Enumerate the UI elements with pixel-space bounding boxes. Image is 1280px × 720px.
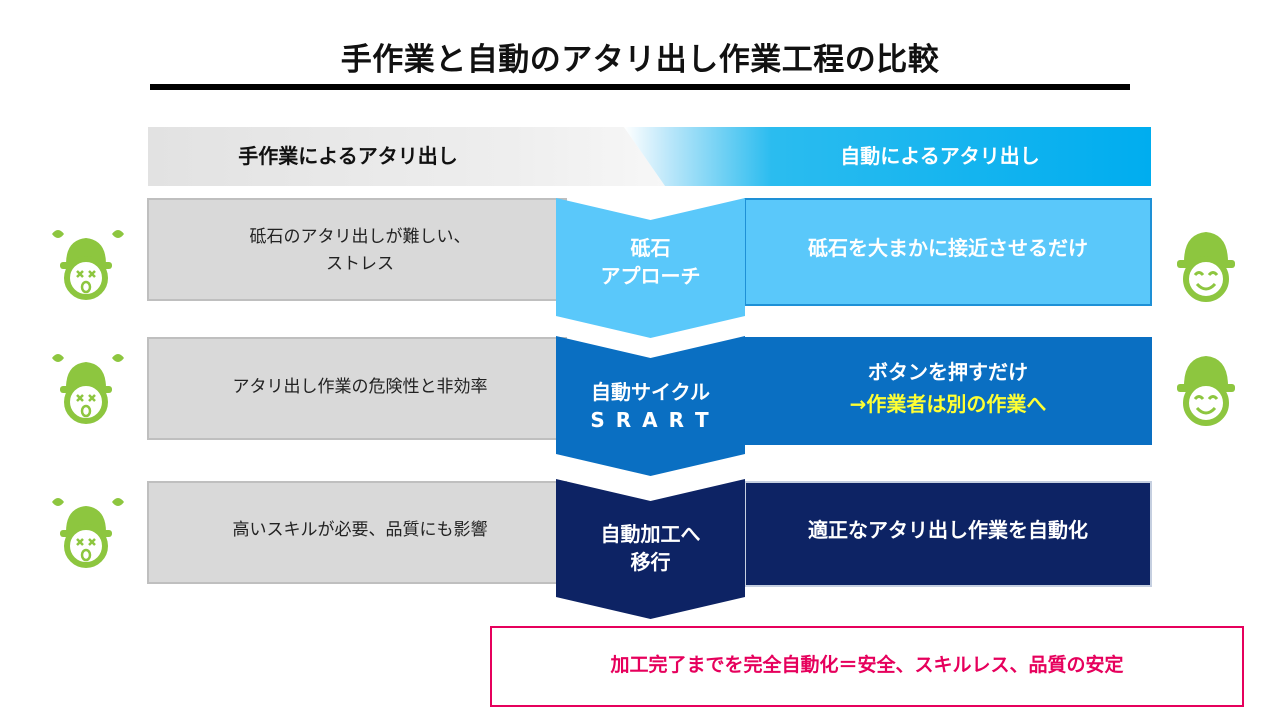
step-chevron-3: [556, 479, 745, 619]
conclusion-text: 加工完了までを完全自動化＝安全、スキルレス、品質の安定: [610, 654, 1124, 676]
manual-row-1-text: 砥石のアタリ出しが難しい、 ストレス: [249, 227, 471, 274]
stressed-worker-icon: [52, 230, 124, 300]
happy-worker-icon: [1177, 232, 1235, 302]
step-3-label: 自動加工へ 移行: [600, 522, 701, 574]
conclusion-box: [490, 626, 1244, 707]
manual-row-1: [147, 198, 567, 301]
manual-row-3-text: 高いスキルが必要、品質にも影響: [232, 520, 488, 540]
step-2-label: 自動サイクル S R A R T: [590, 380, 711, 432]
manual-header: 手作業によるアタリ出し: [238, 144, 458, 168]
page-title: 手作業と自動のアタリ出し作業工程の比較: [340, 42, 940, 78]
auto-row-3: [744, 481, 1152, 587]
auto-header: 自動によるアタリ出し: [840, 144, 1040, 168]
step-chevron-1: [556, 198, 745, 338]
auto-row-2: [744, 337, 1152, 445]
manual-header-bg: [148, 127, 665, 186]
auto-header-bg: [624, 127, 1151, 186]
stressed-worker-icon: [52, 498, 124, 568]
auto-row-3-text: 適正なアタリ出し作業を自動化: [808, 518, 1088, 542]
manual-row-2-text: アタリ出し作業の危険性と非効率: [232, 377, 488, 397]
title-underline: [150, 84, 1130, 90]
step-chevron-2: [556, 336, 745, 476]
auto-row-1: [744, 198, 1152, 306]
manual-row-2: [147, 337, 567, 440]
auto-row-1-text: 砥石を大まかに接近させるだけ: [808, 236, 1088, 260]
auto-row-2-text: ボタンを押すだけ →作業者は別の作業へ: [849, 360, 1047, 416]
happy-worker-icon: [1177, 356, 1235, 426]
step-1-label: 砥石 アプローチ: [600, 236, 701, 288]
stressed-worker-icon: [52, 354, 124, 424]
manual-row-3: [147, 481, 567, 584]
